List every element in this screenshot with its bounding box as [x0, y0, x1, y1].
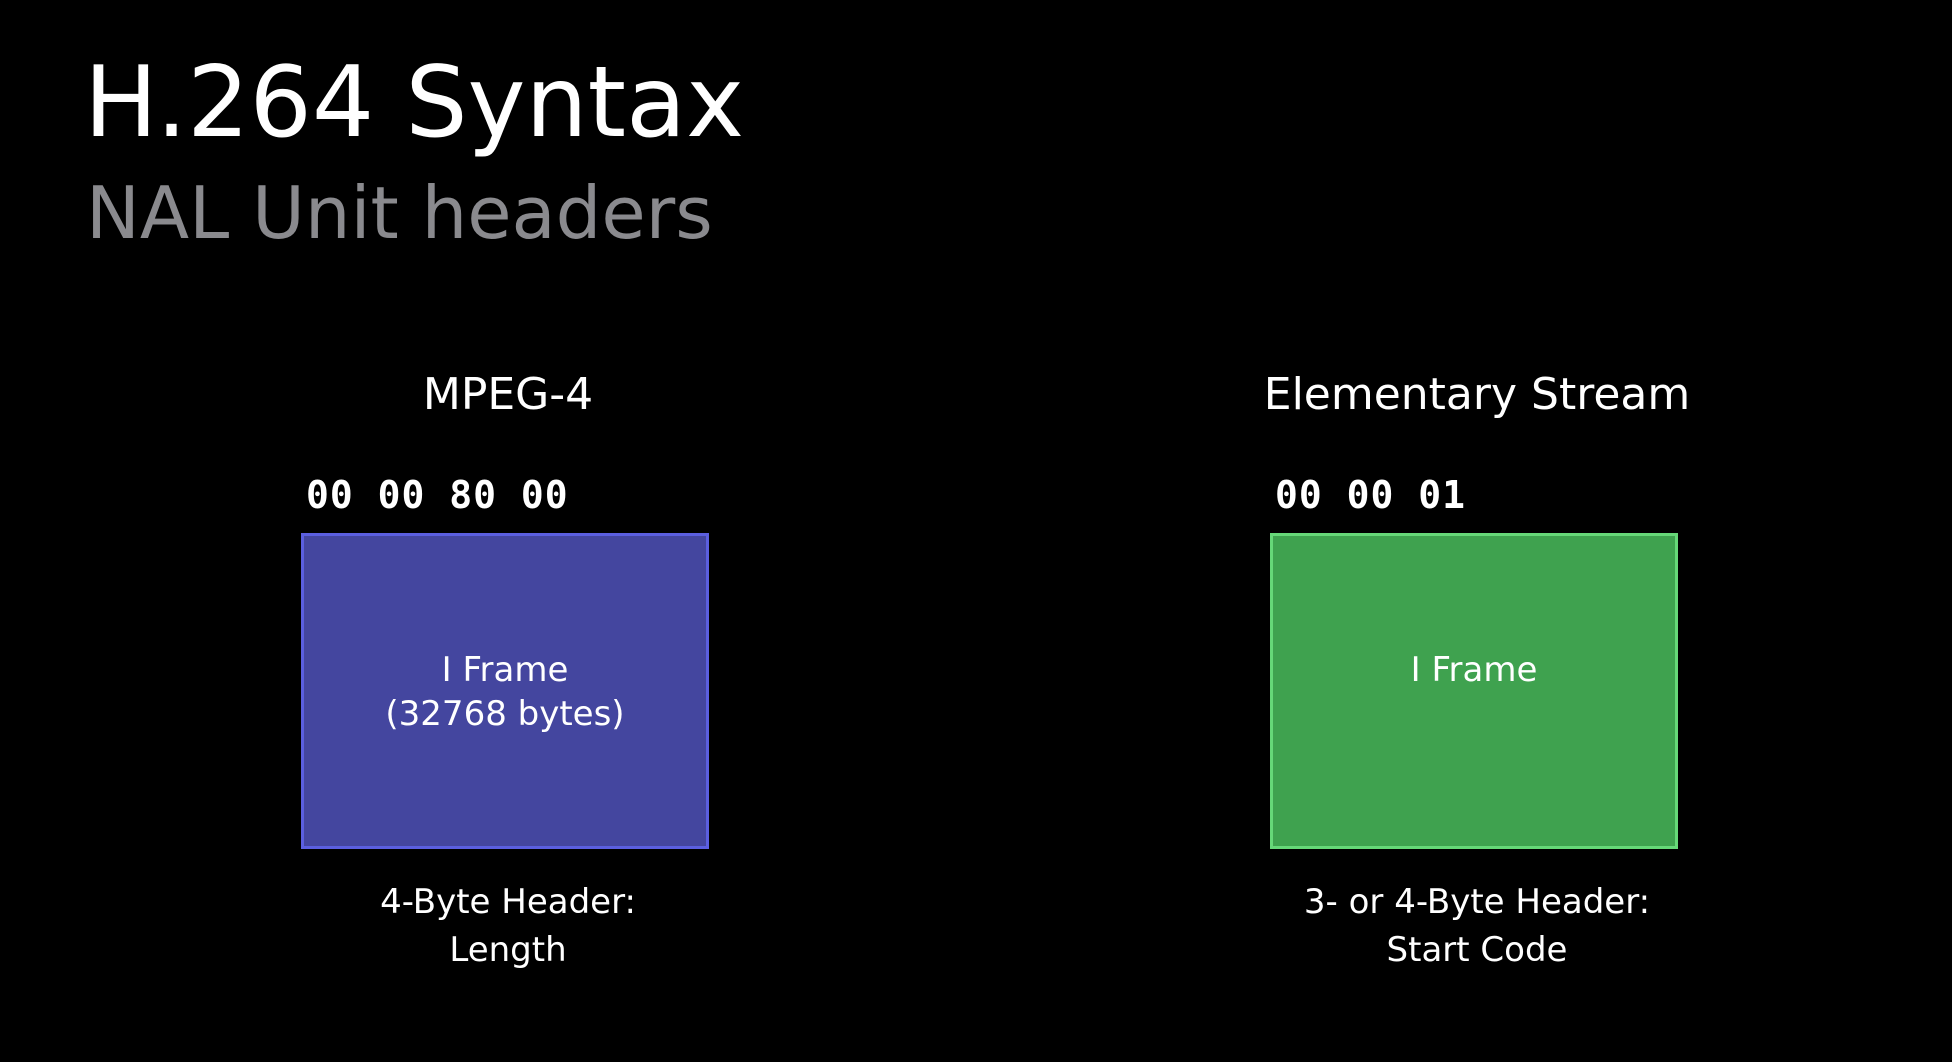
slide-subtitle: NAL Unit headers — [86, 171, 713, 255]
mpeg4-caption-line2: Length — [449, 930, 567, 970]
elementary-stream-i-frame-box: I Frame — [1270, 533, 1678, 849]
mpeg4-frame-label: I Frame — [441, 650, 569, 690]
elementary-stream-panel: Elementary Stream 00 00 01 I Frame 3- or… — [1217, 360, 1737, 1000]
elementary-stream-start-code-bytes: 00 00 01 — [1275, 473, 1467, 517]
mpeg4-caption-line1: 4-Byte Header: — [380, 882, 636, 922]
elementary-stream-caption-line1: 3- or 4-Byte Header: — [1303, 882, 1651, 922]
mpeg4-frame-size: (32768 bytes) — [385, 694, 625, 734]
elementary-stream-frame-label: I Frame — [1410, 650, 1538, 690]
elementary-stream-heading: Elementary Stream — [1263, 369, 1691, 420]
mpeg4-caption: 4-Byte Header: Length — [248, 878, 768, 974]
elementary-stream-caption: 3- or 4-Byte Header: Start Code — [1217, 878, 1737, 974]
mpeg4-panel: MPEG-4 00 00 80 00 I Frame (32768 bytes)… — [248, 360, 768, 1000]
mpeg4-heading: MPEG-4 — [422, 369, 594, 420]
mpeg4-length-bytes: 00 00 80 00 — [306, 473, 569, 517]
slide-title: H.264 Syntax — [84, 46, 745, 160]
mpeg4-i-frame-box: I Frame (32768 bytes) — [301, 533, 709, 849]
elementary-stream-caption-line2: Start Code — [1386, 930, 1568, 970]
